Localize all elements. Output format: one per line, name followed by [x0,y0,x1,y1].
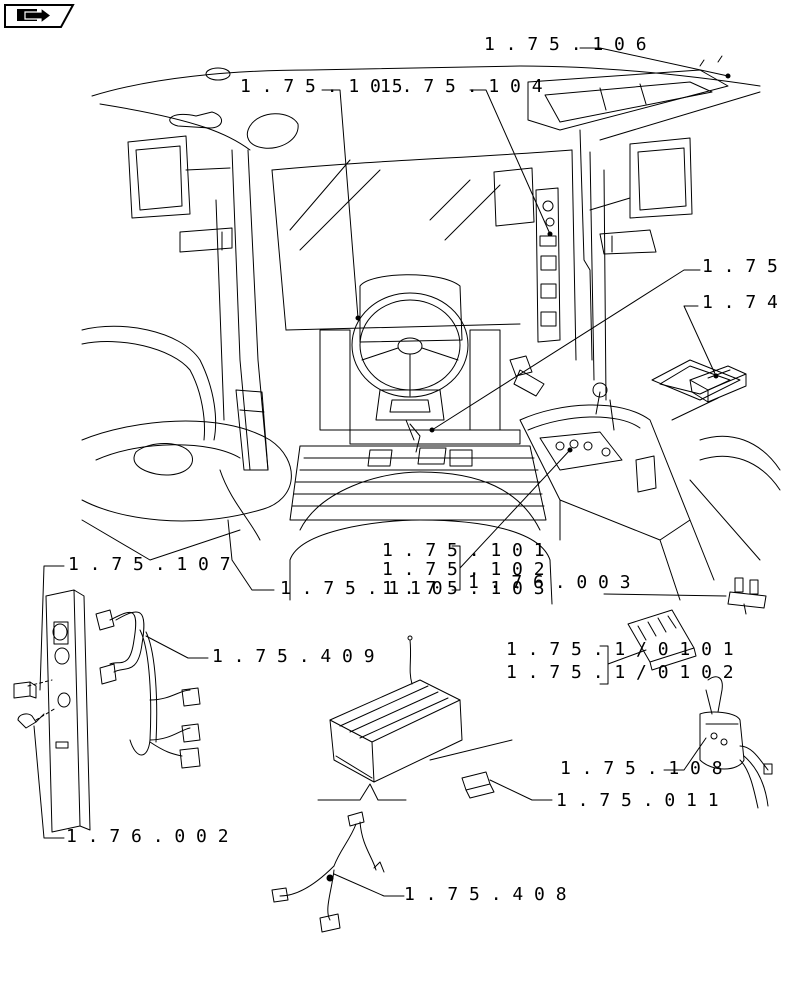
right-pillar-panel [535,187,561,343]
right-mirror [493,137,693,255]
cab-frame-right [579,129,741,421]
pedals [367,419,473,467]
harness-408 [271,811,385,933]
callout-label[interactable]: 1 . 7 5 . 1 0 4 [380,76,543,97]
small-switch [461,771,495,799]
callout-label[interactable]: 1 . 7 4 . [702,292,792,313]
callout-label[interactable]: 1 . 7 6 . 0 0 2 [66,826,229,847]
callout-label[interactable]: 1 . 7 5 . 1 1 0 [280,578,443,599]
left-mirror [127,135,233,253]
callout-label[interactable]: 1 . 7 5 . 1 0 2 [382,559,545,580]
operator-seat [81,325,292,561]
ecu-module [689,365,747,403]
steering-column [319,274,521,445]
callout-label[interactable]: 1 . 7 5 . 0 1 1 [556,790,719,811]
cab-roof [91,55,761,151]
forward-arrow-icon[interactable] [3,3,75,29]
relay-board [627,609,697,671]
callout-label[interactable]: 1 . 7 5 . 1 / 0 1 0 1 [506,639,734,660]
callout-label[interactable]: 1 . 7 5 . 1 0 7 [68,554,231,575]
harness-409 [95,609,201,769]
power-socket [727,577,767,615]
callout-label[interactable]: 1 . 7 5 . 1 0 5 [240,76,403,97]
callout-label[interactable]: 1 . 7 5 . 1 0 6 [484,34,647,55]
callout-label[interactable]: 1 . 7 5 . 1 0 1 [382,540,545,561]
callout-labels: 1 . 7 5 . 1 0 6 1 . 7 5 . 1 0 5 1 . 7 5 … [66,34,792,905]
callout-label[interactable]: 1 . 7 5 . 1 / 0 1 0 2 [506,662,734,683]
callout-label[interactable]: 1 . 7 5 . 4 0 8 [404,884,567,905]
callout-label[interactable]: 1 . 7 5 . 1 0 8 [560,758,723,779]
leader-lines [33,47,731,897]
pillar-switch-panel [13,589,91,833]
cab-frame [215,149,607,471]
callout-label[interactable]: 1 . 7 5 . [702,256,792,277]
callout-label[interactable]: 1 . 7 5 . 4 0 9 [212,646,375,667]
control-unit [317,635,513,801]
passenger-seat [289,471,553,605]
floor-mat [289,445,547,521]
joystick-lever [699,676,773,809]
callout-label[interactable]: 1 . 7 5 . 1 0 3 [382,578,545,599]
armrest-console [509,355,781,601]
callout-label[interactable]: 1 . 7 6 . 0 0 3 [468,572,631,593]
